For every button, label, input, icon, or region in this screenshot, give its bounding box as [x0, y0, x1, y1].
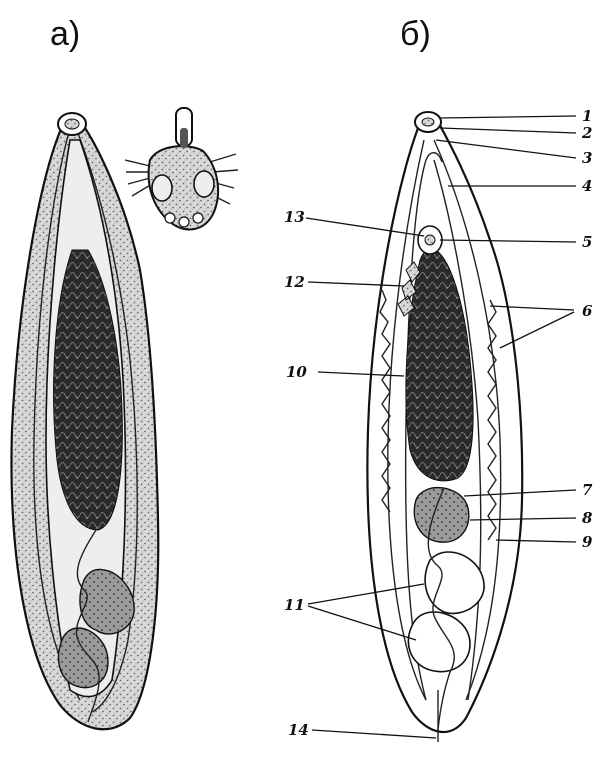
ventral-sucker-inner-b [425, 235, 435, 245]
oral-sucker-inner-b [422, 118, 434, 126]
callout-6: 6 [582, 302, 593, 320]
larva-apical-inner [180, 128, 188, 148]
leader-1 [440, 116, 576, 118]
callout-13: 13 [284, 208, 305, 226]
callout-3: 3 [582, 149, 592, 167]
ovary-b [414, 488, 468, 543]
callout-2: 2 [581, 124, 592, 142]
panel-label-b: б) [400, 15, 431, 53]
larva-germ-cell-1 [165, 213, 175, 223]
callout-5: 5 [582, 233, 592, 251]
larva-inset [125, 108, 238, 229]
leader-3 [436, 140, 576, 158]
larva-germ-cell-3 [193, 213, 203, 223]
fluke-a [11, 113, 158, 729]
leader-14 [312, 730, 436, 738]
larva-eyespot-left [152, 175, 172, 201]
callout-9: 9 [582, 533, 593, 551]
fluke-b [367, 112, 522, 742]
callout-11: 11 [284, 596, 305, 614]
callout-8: 8 [582, 509, 593, 527]
leader-2 [440, 128, 576, 133]
callout-10: 10 [286, 363, 307, 381]
callout-12: 12 [284, 273, 305, 291]
larva-eyespot-right [194, 171, 214, 197]
callout-1: 1 [582, 107, 592, 125]
larva-germ-cell-2 [179, 217, 189, 227]
callout-7: 7 [582, 481, 593, 499]
callout-14: 14 [288, 721, 309, 739]
callout-4: 4 [582, 177, 592, 195]
oral-sucker-inner-a [65, 119, 79, 129]
panel-label-a: а) [50, 15, 80, 53]
